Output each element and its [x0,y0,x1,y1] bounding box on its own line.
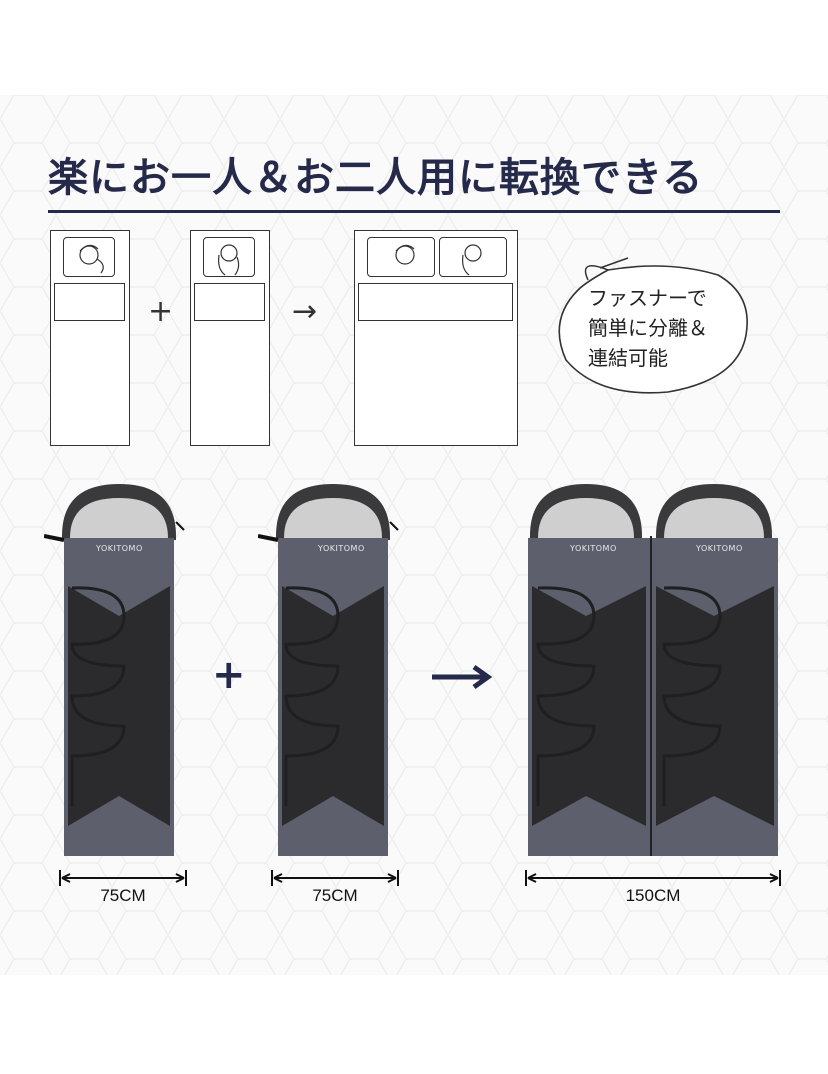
title-divider [48,210,780,213]
width-label-1: 75CM [100,886,146,905]
pillow [63,237,115,277]
bubble-line-1: ファスナーで [588,286,707,310]
brand-label: YOKITOMO [96,544,143,553]
plus-sign-bold: + [212,652,246,698]
sleeping-man-icon [79,244,104,274]
bubble-text: ファスナーで 簡単に分離＆ 連結可能 [588,283,760,373]
sleeping-couple-icon [395,244,482,276]
pillow-right [439,237,507,277]
width-label-3: 150CM [625,886,681,905]
brand-label-right: YOKITOMO [696,544,743,553]
bubble-line-3: 連結可能 [588,346,668,370]
brand-label-left: YOKITOMO [570,544,617,553]
sleeping-woman-icon [218,244,240,276]
pillow-left [367,237,435,277]
single-bed-diagram-1 [50,230,130,446]
speech-bubble [558,257,748,394]
joined-sleeping-bags [528,484,778,856]
plus-sign: + [148,294,174,329]
measure-line-3 [525,870,781,886]
measure-line-1 [59,870,187,886]
page-title: 楽にお一人＆お二人用に転換できる [48,154,704,201]
blanket [194,283,265,321]
single-bed-diagram-2 [190,230,270,446]
brand-label: YOKITOMO [318,544,365,553]
arrow-right-icon-bold [432,664,493,690]
blanket [54,283,125,321]
sleeping-bag-2 [258,484,399,856]
measure-line-2 [271,870,399,886]
arrow-right-icon: → [292,294,318,329]
sleeping-bag-1 [44,484,185,856]
blanket [358,283,513,321]
double-bed-diagram [354,230,518,446]
pillow [203,237,255,277]
bubble-line-2: 簡単に分離＆ [588,316,708,340]
width-label-2: 75CM [312,886,358,905]
